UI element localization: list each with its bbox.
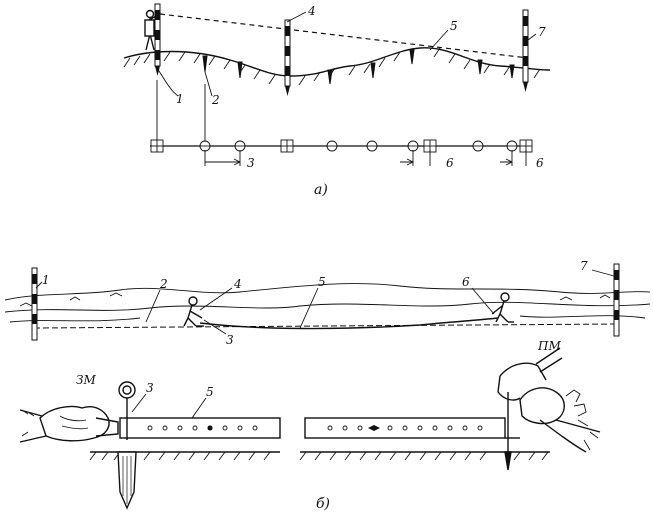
label-a-1: 1 <box>176 92 184 106</box>
surveyor-figure <box>144 9 157 51</box>
alignment-line <box>33 323 619 329</box>
leader-detail-3 <box>131 393 147 413</box>
label-b-4: 4 <box>233 277 242 291</box>
label-b-3: 3 <box>226 333 234 347</box>
label-a-4: 4 <box>307 4 316 18</box>
tape-segment-right <box>304 417 506 439</box>
panel-a: 1 2 3 4 5 6 6 7 а) <box>123 3 551 198</box>
label-pm: ПМ <box>537 339 561 353</box>
leader-lines-b <box>35 269 615 335</box>
terrain-profile <box>123 47 551 77</box>
panel-b-field: 1 2 3 4 5 6 7 ПМ <box>4 259 651 353</box>
ground-hatching <box>89 451 549 461</box>
rear-worker-figure <box>491 292 514 323</box>
range-pole-7 <box>522 9 529 92</box>
right-hands-figure <box>497 347 601 471</box>
sight-line <box>159 13 529 59</box>
ground-pins <box>202 49 515 85</box>
range-pole-1 <box>154 3 161 76</box>
label-a-6b: 6 <box>536 156 544 170</box>
label-a-7: 7 <box>538 25 546 39</box>
label-a-6a: 6 <box>446 156 454 170</box>
ring-pin-left <box>118 381 136 440</box>
leader-lines-a <box>156 11 537 146</box>
terrain-texture <box>4 283 651 323</box>
left-hand-figure <box>19 405 119 443</box>
field-pole-7 <box>613 263 620 337</box>
label-a-5: 5 <box>450 19 458 33</box>
field-pole-1 <box>31 267 38 341</box>
tape-segment-left <box>119 417 281 439</box>
label-zm: ЗМ <box>76 373 96 387</box>
panel-b-detail: ЗМ 3 5 б) <box>19 347 601 512</box>
label-b-6: 6 <box>462 275 470 289</box>
label-b-5: 5 <box>318 275 326 289</box>
caption-a: а) <box>314 182 328 198</box>
ground-stake <box>117 451 137 510</box>
range-pole-4 <box>284 19 291 96</box>
label-b-2: 2 <box>159 277 168 291</box>
plan-markers <box>150 139 533 153</box>
dimension-arrows-a <box>204 150 527 166</box>
label-a-2: 2 <box>211 93 220 107</box>
measuring-tape <box>199 317 499 330</box>
label-detail-3: 3 <box>146 381 154 395</box>
caption-b: б) <box>316 496 330 512</box>
label-detail-5: 5 <box>206 385 214 399</box>
label-b-1: 1 <box>42 273 50 287</box>
terrain-hatching <box>123 47 541 86</box>
front-worker-figure <box>183 296 204 327</box>
leader-detail-5 <box>191 397 207 419</box>
label-b-7: 7 <box>580 259 588 273</box>
label-a-3: 3 <box>247 156 255 170</box>
